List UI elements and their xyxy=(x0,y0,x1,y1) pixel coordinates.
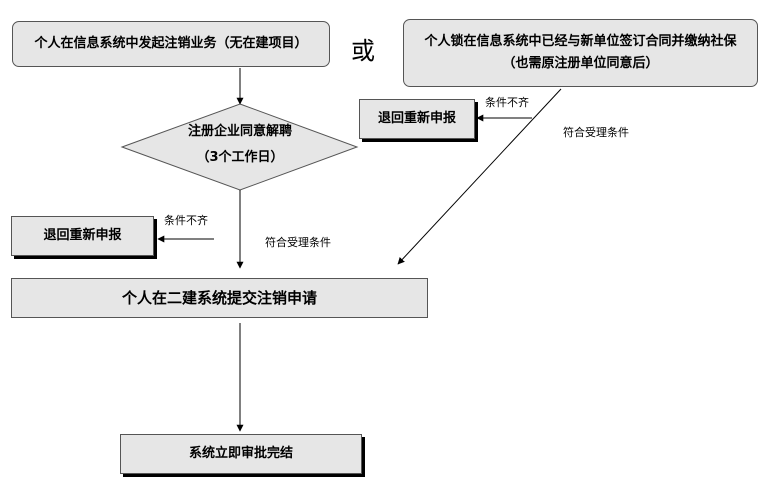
incomplete-top-label: 条件不齐 xyxy=(485,96,529,109)
reject-left-box: 退回重新申报 xyxy=(11,216,154,256)
reject-left-text: 退回重新申报 xyxy=(43,228,122,243)
finish-text: 系统立即审批完结 xyxy=(188,446,293,461)
start-left-box: 个人在信息系统中发起注销业务（无在建项目） xyxy=(12,21,330,67)
accepted-center-label: 符合受理条件 xyxy=(265,236,331,249)
finish-box: 系统立即审批完结 xyxy=(120,434,362,474)
reject-top-text: 退回重新申报 xyxy=(377,111,456,126)
incomplete-left-label: 条件不齐 xyxy=(164,214,208,227)
accepted-right-label: 符合受理条件 xyxy=(563,126,629,139)
arrow-right-to-submit xyxy=(397,88,562,265)
decision-text-2: （3个工作日） xyxy=(196,150,284,165)
or-label: 或 xyxy=(351,37,375,65)
submit-text: 个人在二建系统提交注销申请 xyxy=(121,289,317,307)
start-right-box: 个人锁在信息系统中已经与新单位签订合同并缴纳社保（也需原注册单位同意后） xyxy=(403,19,758,87)
submit-box: 个人在二建系统提交注销申请 xyxy=(11,278,428,318)
start-left-text: 个人在信息系统中发起注销业务（无在建项目） xyxy=(34,36,308,51)
reject-top-box: 退回重新申报 xyxy=(359,99,475,139)
start-right-text: 个人锁在信息系统中已经与新单位签订合同并缴纳社保（也需原注册单位同意后） xyxy=(424,34,737,71)
decision-text-1: 注册企业同意解聘 xyxy=(187,124,292,139)
